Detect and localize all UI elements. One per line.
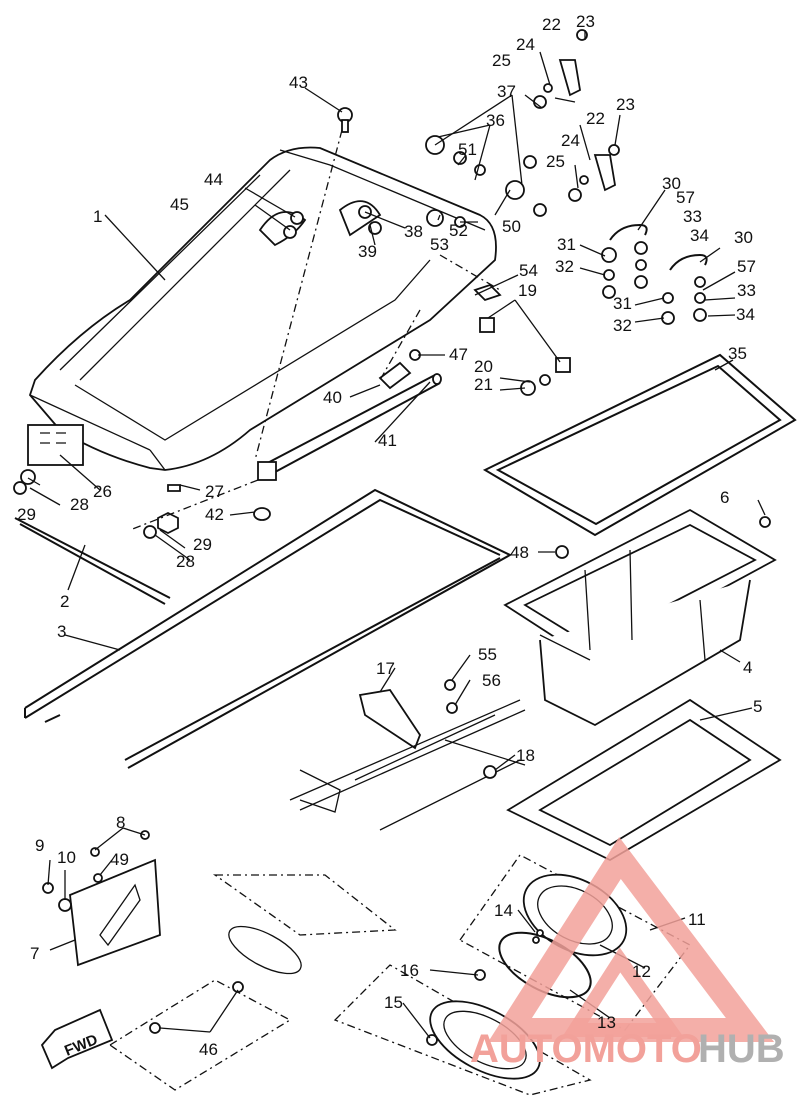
rod-part-2 (14, 517, 171, 605)
callout-label: 47 (449, 345, 468, 364)
callout-label: 50 (502, 217, 521, 236)
leader-lines (27, 30, 766, 1039)
callout-label: 22 (542, 15, 561, 34)
callout-label: 37 (497, 82, 516, 101)
callout-label: 38 (404, 222, 423, 241)
callout-label: 40 (323, 388, 342, 407)
callout-label: 42 (205, 505, 224, 524)
callout-label: 56 (482, 671, 501, 690)
callout-label: 17 (376, 659, 395, 678)
callout-label: 6 (720, 488, 729, 507)
forward-arrow: FWD (40, 1008, 114, 1070)
callout-label: 11 (688, 910, 706, 929)
callout-label: 29 (17, 505, 36, 524)
callout-numbers: 1 2 3 4 5 6 7 8 9 10 11 12 13 14 15 16 1… (17, 12, 762, 1059)
callout-label: 23 (616, 95, 635, 114)
pan-part-4 (503, 508, 777, 727)
callout-label: 46 (199, 1040, 218, 1059)
callout-label: 21 (474, 375, 493, 394)
bracket-part-17 (289, 689, 526, 831)
callout-label: 15 (384, 993, 403, 1012)
tube-frame-part-3 (24, 488, 513, 769)
callout-label: 27 (205, 482, 224, 501)
callout-label: 32 (613, 316, 632, 335)
callout-label: 26 (93, 482, 112, 501)
callout-label: 45 (170, 195, 189, 214)
callout-label: 25 (492, 51, 511, 70)
callout-label: 30 (734, 228, 753, 247)
callout-label: 5 (753, 697, 762, 716)
callout-label: 49 (110, 850, 129, 869)
callout-label: 34 (690, 226, 709, 245)
callout-label: 12 (632, 962, 651, 981)
plate-part-5 (506, 698, 782, 862)
callout-label: 8 (116, 813, 125, 832)
callout-label: 32 (555, 257, 574, 276)
watermark-text-part2: HUB (698, 1027, 785, 1071)
callout-label: 19 (518, 281, 537, 300)
callout-label: 25 (546, 152, 565, 171)
callout-label: 3 (57, 622, 66, 641)
callout-label: 18 (516, 746, 535, 765)
callout-label: 34 (736, 305, 755, 324)
callout-label: 39 (358, 242, 377, 261)
callout-label: 53 (430, 235, 449, 254)
callout-label: 1 (93, 207, 102, 226)
callout-label: 43 (289, 73, 308, 92)
watermark-text-part1: AUTOMOTO (470, 1027, 702, 1071)
callout-label: 24 (516, 35, 535, 54)
callout-label: 29 (193, 535, 212, 554)
callout-label: 2 (60, 592, 69, 611)
engine-hood (27, 146, 497, 471)
callout-label: 54 (519, 261, 538, 280)
callout-label: 13 (597, 1013, 616, 1032)
callout-label: 35 (728, 344, 747, 363)
callout-label: 44 (204, 170, 223, 189)
callout-label: 20 (474, 357, 493, 376)
gasket-part-35 (482, 353, 797, 537)
callout-label: 51 (458, 140, 477, 159)
callout-label: 23 (576, 12, 595, 31)
callout-label: 57 (676, 188, 695, 207)
callout-label: 31 (557, 235, 576, 254)
watermark: AUTOMOTO HUB (470, 837, 785, 1071)
callout-label: 31 (613, 294, 632, 313)
callout-label: 28 (176, 552, 195, 571)
callout-label: 55 (478, 645, 497, 664)
bracket-plate-part-7 (69, 858, 161, 967)
callout-label: 16 (400, 961, 419, 980)
callout-label: 4 (743, 658, 752, 677)
callout-label: 14 (494, 901, 513, 920)
callout-label: 30 (662, 174, 681, 193)
callout-label: 24 (561, 131, 580, 150)
callout-label: 57 (737, 257, 756, 276)
callout-label: 33 (737, 281, 756, 300)
callout-label: 48 (510, 543, 529, 562)
callout-label: 28 (70, 495, 89, 514)
callout-label: 52 (449, 221, 468, 240)
callout-label: 10 (57, 848, 76, 867)
callout-label: 22 (586, 109, 605, 128)
rod-part-41 (253, 373, 442, 521)
callout-label: 33 (683, 207, 702, 226)
callout-label: 7 (30, 944, 39, 963)
callout-label: 36 (486, 111, 505, 130)
callout-label: 9 (35, 836, 44, 855)
callout-label: 41 (378, 431, 397, 450)
